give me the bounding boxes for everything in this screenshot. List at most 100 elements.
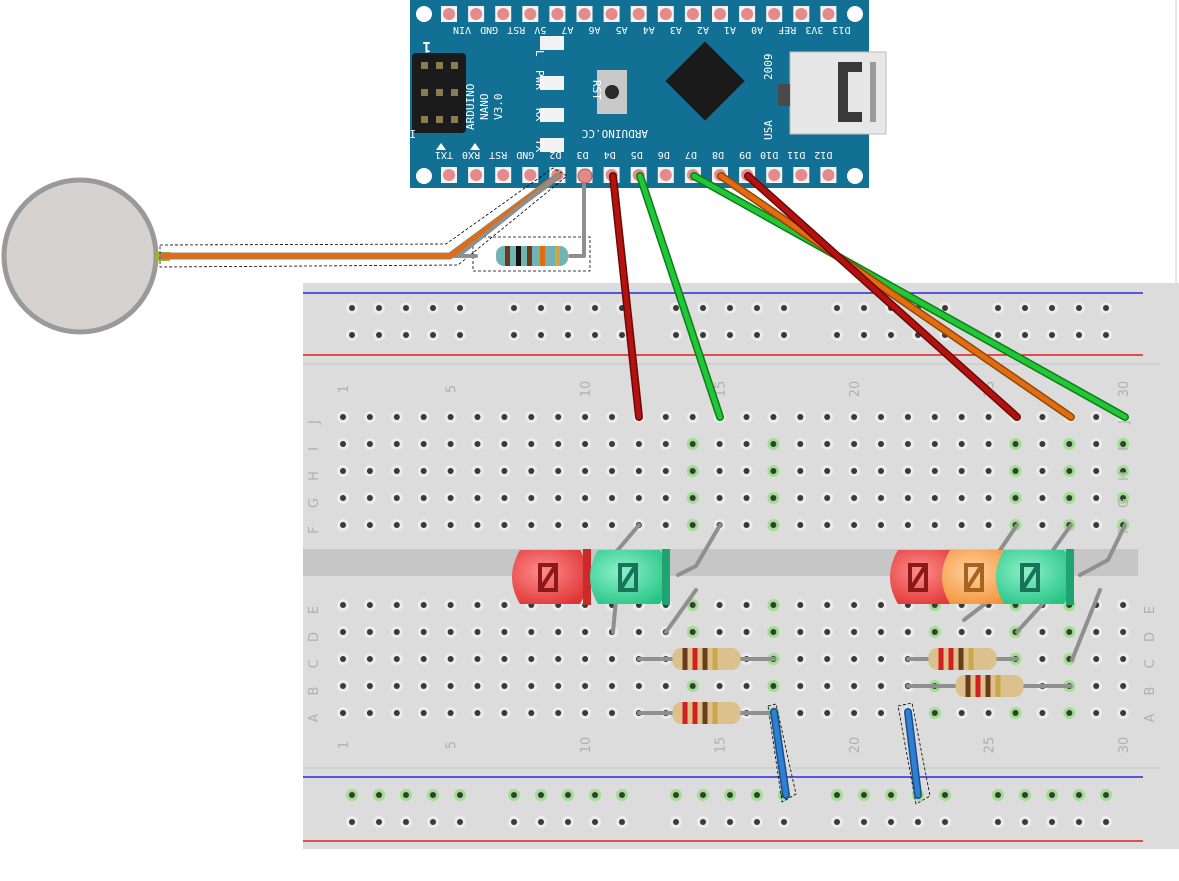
breadboard-hole-center — [609, 656, 615, 662]
wire-d4-red[interactable] — [610, 173, 642, 420]
rail-hole-center — [754, 305, 760, 311]
breadboard-hole-center — [743, 468, 750, 474]
pin-hole-bottom[interactable] — [768, 169, 781, 181]
breadboard-hole-center — [770, 414, 777, 420]
pin-hole-bottom[interactable] — [822, 169, 835, 181]
rail-hole-center — [700, 819, 706, 825]
breadboard-hole-center — [1120, 656, 1127, 662]
brand-line-1: ARDUINO — [464, 84, 477, 130]
rail-hole-center — [457, 819, 463, 825]
breadboard-hole-center — [393, 683, 400, 689]
wire-ground-blue-1[interactable] — [771, 709, 789, 798]
breadboard-hole-center — [609, 522, 615, 528]
breadboard-hole-center — [582, 468, 589, 474]
pin-hole-top[interactable] — [686, 8, 699, 20]
pin-hole-top[interactable] — [659, 8, 672, 20]
breadboard-hole-center — [635, 468, 642, 474]
pin-hole-bottom[interactable] — [524, 169, 537, 181]
pin-hole-bottom[interactable] — [659, 169, 672, 181]
breadboard-hole-center — [366, 602, 373, 608]
resistor-220-d-band — [985, 675, 991, 697]
breadboard-hole-center — [582, 522, 589, 528]
breadboard-hole-center — [447, 683, 454, 689]
rail-hole-center — [834, 819, 840, 825]
pin-hole-bottom[interactable] — [443, 169, 455, 181]
breadboard-hole-center — [366, 495, 373, 501]
rail-hole-center — [619, 819, 625, 825]
rail-hole-center — [1103, 305, 1109, 311]
pin-hole-bottom[interactable] — [795, 169, 808, 181]
rail-hole-center — [888, 819, 894, 825]
breadboard-hole-center — [447, 441, 454, 447]
pin-hole-top[interactable] — [605, 8, 618, 20]
brand-line-3: V3.0 — [492, 94, 505, 121]
column-number-bottom: 5 — [445, 741, 460, 749]
rail-hole-center — [781, 305, 787, 311]
breadboard-hole-center — [340, 656, 346, 662]
rail-hole-center — [538, 305, 544, 311]
breadboard-hole-center — [797, 522, 804, 528]
wire-d7-green[interactable] — [691, 173, 1128, 420]
rail-hole-center — [673, 792, 679, 798]
breadboard-hole-center — [1120, 602, 1127, 608]
rail-hole-center — [673, 305, 679, 311]
pin-hole-top[interactable] — [714, 8, 726, 20]
breadboard-hole-center — [878, 602, 884, 608]
breadboard-hole-center — [582, 414, 589, 420]
breadboard-hole-center — [770, 522, 777, 528]
breadboard-hole-center — [716, 495, 723, 501]
breadboard-hole-center — [528, 522, 535, 528]
row-letter-right: D — [1143, 632, 1158, 642]
breadboard-hole-center — [1039, 522, 1046, 528]
breadboard-labels: 115510101515202025253030JJIIHHGGFFEEDDCC… — [307, 381, 1158, 754]
breadboard-hole-center — [474, 629, 481, 635]
wire-d5-green[interactable] — [637, 173, 723, 420]
pin-hole-bottom[interactable] — [497, 169, 510, 181]
breadboard-hole-center — [797, 414, 804, 420]
breadboard-hole-center — [878, 710, 884, 716]
pin-hole-top[interactable] — [524, 8, 537, 20]
breadboard-hole-center — [393, 629, 400, 635]
breadboard-hole-center — [851, 441, 858, 447]
breadboard-hole-center — [447, 656, 454, 662]
rail-hole-center — [727, 305, 733, 311]
breadboard-hole-center — [474, 602, 481, 608]
pin-hole-top[interactable] — [497, 8, 510, 20]
pin-hole-top[interactable] — [741, 8, 754, 20]
pin-hole-top[interactable] — [551, 8, 564, 20]
breadboard-hole-center — [366, 522, 373, 528]
breadboard-hole-center — [1066, 495, 1073, 501]
rail-hole-center — [565, 332, 571, 338]
pin-hole-top[interactable] — [578, 8, 591, 20]
breadboard-hole-center — [851, 710, 858, 716]
breadboard-hole-center — [743, 602, 750, 608]
rail-hole-center — [376, 819, 382, 825]
resistor-220-a-band — [682, 648, 688, 670]
breadboard-hole-center — [420, 522, 427, 528]
wire-d8-orange[interactable] — [718, 173, 1074, 420]
pin-hole-top[interactable] — [795, 8, 808, 20]
breadboard-hole-center — [393, 441, 400, 447]
breadboard-hole-center — [609, 414, 615, 420]
breadboard-hole-center — [662, 683, 669, 689]
breadboard-hole-center — [797, 468, 804, 474]
pin-hole-bottom[interactable] — [470, 169, 483, 181]
pin-hole-top[interactable] — [822, 8, 835, 20]
breadboard-hole-center — [393, 495, 400, 501]
wire-ground-blue-2[interactable] — [905, 709, 921, 798]
breadboard-hole-center — [1039, 414, 1046, 420]
pin-hole-top[interactable] — [443, 8, 455, 20]
breadboard-hole-center — [931, 468, 938, 474]
rail-hole-center — [888, 332, 894, 338]
bottom-pin-label: D5 — [631, 149, 643, 160]
wire-d9-red[interactable] — [745, 173, 1020, 420]
breadboard-hole-center — [340, 683, 346, 689]
breadboard-hole-center — [1012, 710, 1019, 716]
pin-hole-top[interactable] — [768, 8, 781, 20]
pin-hole-top[interactable] — [470, 8, 483, 20]
row-letter-right: B — [1143, 687, 1158, 696]
breadboard-hole-center — [1093, 441, 1100, 447]
pin-hole-top[interactable] — [632, 8, 645, 20]
breadboard-hole-center — [366, 710, 373, 716]
breadboard-hole-center — [635, 683, 642, 689]
